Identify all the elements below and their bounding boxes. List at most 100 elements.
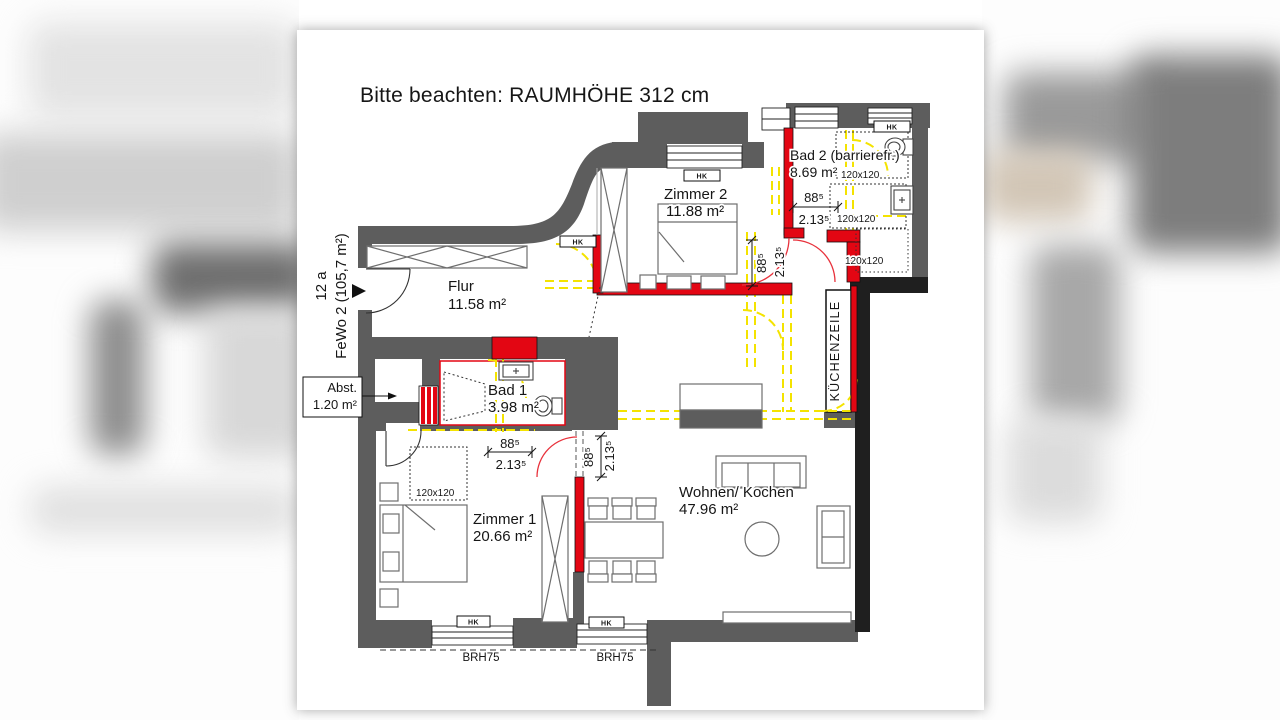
wall (358, 430, 376, 648)
dim-wohnen-door (595, 431, 607, 482)
red-wall-bad2-left (783, 127, 794, 236)
kitchen-island (679, 383, 763, 429)
blur-blob (152, 243, 299, 313)
sill-label: BRH75 (596, 652, 633, 664)
toilet-bad1 (533, 395, 563, 417)
background-blur-right (982, 0, 1280, 720)
wardrobe-zimmer1 (541, 495, 569, 623)
abstellraum-callout: Abst. 1.20 m² (302, 376, 397, 418)
armchair (816, 505, 851, 569)
red-wall-bad2-nook-v (846, 241, 861, 283)
grid-label: 120x120 (845, 256, 884, 267)
wall-flur-top-curved (358, 142, 616, 244)
door-arcs-black (365, 268, 422, 467)
dim-zimmer2-door (746, 235, 758, 291)
dimension-texts: 88⁵ 2.13⁵ 88⁵ 2.13⁵ 88⁵ 2.13⁵ 88⁵ 2.13⁵ (494, 188, 831, 474)
window-bay (761, 107, 791, 131)
blur-blob (982, 150, 1092, 222)
grid-label: 120x120 (837, 214, 876, 225)
wall (375, 423, 386, 431)
door-arcs-red (536, 237, 836, 478)
room-name-zimmer1: Zimmer 1 (473, 511, 536, 528)
blur-blob (0, 133, 299, 231)
sink-bad2 (890, 185, 914, 215)
blur-blob (1130, 55, 1280, 253)
dim-height-text: 2.13⁵ (799, 212, 830, 227)
room-name-wohnen: Wohnen/ Kochen (679, 484, 794, 501)
bad2-door-arc (792, 239, 836, 283)
wall (565, 357, 618, 430)
grid-labels: 120x120 120x120 120x120 120x120 BRH75 BR… (414, 168, 885, 664)
room-name-bad1: Bad 1 (488, 382, 527, 399)
zimmer1-door (385, 430, 422, 467)
walls-black (850, 277, 928, 632)
window-zimmer1 (431, 625, 514, 646)
radiator-flur: HK (559, 235, 597, 248)
radiator-bad2: HK (873, 120, 911, 133)
wall-wohnen-right (855, 293, 870, 632)
radiator-wohnen: HK (588, 616, 625, 629)
radiator-zimmer1: HK (456, 615, 491, 628)
blur-blob (30, 486, 299, 534)
wardrobe-flur (366, 245, 528, 269)
entrance-arrow (352, 284, 366, 298)
dimension-lines (483, 201, 843, 482)
radiator-label: HK (886, 125, 897, 132)
furniture (366, 167, 852, 624)
red-wall-flur-block (491, 336, 538, 360)
sideboard (722, 611, 852, 624)
window-bad2-left (794, 106, 839, 129)
wall (573, 572, 584, 628)
room-area-bad1: 3.98 m² (488, 399, 539, 416)
window-wohnen (576, 623, 648, 645)
plan-note-title: Bitte beachten: RAUMHÖHE 312 cm (360, 84, 709, 107)
dim-bad1-door (483, 446, 537, 458)
dim-width-text: 88⁵ (804, 190, 824, 205)
blur-blob (28, 22, 298, 117)
wall (647, 642, 671, 706)
wall (912, 126, 928, 288)
grid-square-bad2-1 (835, 131, 909, 179)
red-wall-zimmer1-right (574, 476, 585, 573)
wall (358, 337, 492, 359)
radiators: HK HK HK HK HK (456, 120, 911, 629)
room-name-bad2: Bad 2 (barrierefr.) (790, 147, 900, 163)
sanitary-fixtures (498, 137, 914, 417)
grid-square-zimmer1 (409, 446, 468, 501)
zimmer2-door-arc (741, 237, 790, 286)
blur-blob (1007, 418, 1102, 523)
room-name-flur: Flur (448, 278, 474, 295)
dim-height-text: 2.13⁵ (772, 247, 787, 278)
room-labels: Bitte beachten: RAUMHÖHE 312 cm Flur 11.… (360, 84, 901, 547)
red-wall-kueche-line (850, 285, 858, 413)
room-area-abst: 1.20 m² (313, 397, 358, 412)
radiator-label: HK (696, 174, 707, 181)
windows (380, 106, 913, 651)
wall (638, 112, 748, 144)
room-area-flur: 11.58 m² (448, 296, 506, 313)
room-name-abst: Abst. (327, 380, 357, 395)
street-number-label: 12 a (313, 271, 330, 301)
opening-edge-dotted (588, 286, 601, 338)
toilet-bad2 (884, 137, 914, 157)
kuechenzeile-label: KÜCHENZEILE (828, 301, 842, 402)
wall-bad2-bottom (850, 277, 928, 293)
grid-square-bad2-3 (855, 228, 909, 273)
kuechenzeile-box (825, 289, 852, 413)
grid-label: 120x120 (841, 170, 880, 181)
room-area-zimmer2: 11.88 m² (666, 203, 724, 220)
radiator-label: HK (601, 621, 612, 628)
dim-bad2-door (788, 201, 843, 213)
blur-blob (205, 308, 299, 458)
room-area-wohnen: 47.96 m² (679, 501, 738, 518)
red-wall-bad2-jamb (783, 227, 805, 239)
sofa (715, 455, 807, 489)
grid-label: 120x120 (416, 488, 455, 499)
dining-table-chairs (584, 497, 664, 583)
apartment-side-label: 12 a FeWo 2 (105,7 m²) (313, 233, 366, 359)
entry-door (365, 268, 411, 314)
radiator-label: HK (572, 240, 583, 247)
wardrobe-zimmer2 (600, 167, 628, 293)
